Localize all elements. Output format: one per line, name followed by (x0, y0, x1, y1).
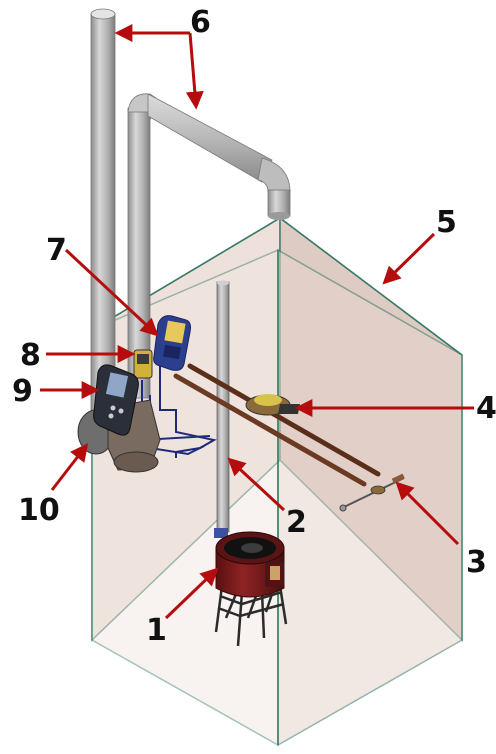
callout-label-5: 5 (436, 205, 457, 240)
chimney-diagonal-duct (147, 93, 273, 183)
enclosure-hood (91, 216, 463, 747)
callout-label-9: 9 (12, 374, 33, 409)
chimney-pipe-left (90, 13, 116, 425)
thermocouple-probe (339, 473, 405, 512)
flow-sensor-8 (133, 349, 153, 379)
arrow-2 (227, 457, 286, 512)
arrow-1 (164, 567, 219, 620)
arrow-3 (395, 481, 460, 546)
callout-label-1: 1 (146, 613, 167, 648)
callout-label-3: 3 (466, 545, 487, 580)
callout-label-8: 8 (20, 338, 41, 373)
arrow-5 (382, 232, 436, 285)
gas-analyzer-9 (93, 364, 139, 436)
cookstove (214, 531, 288, 647)
arrow-6-to-duct (185, 32, 204, 110)
callout-arrows (40, 24, 474, 620)
gas-analyzer-7 (153, 315, 191, 371)
arrow-10 (50, 443, 89, 491)
callout-labels: 6 5 7 8 9 10 4 3 2 1 (12, 5, 496, 648)
callout-label-10: 10 (18, 493, 60, 528)
callout-label-4: 4 (476, 391, 496, 426)
arrow-7 (64, 248, 159, 337)
stove-stand (214, 585, 288, 647)
callout-label-6: 6 (190, 5, 211, 40)
callout-label-2: 2 (286, 505, 307, 540)
callout-label-7: 7 (46, 233, 67, 268)
hood-front-right-wall (277, 248, 463, 747)
